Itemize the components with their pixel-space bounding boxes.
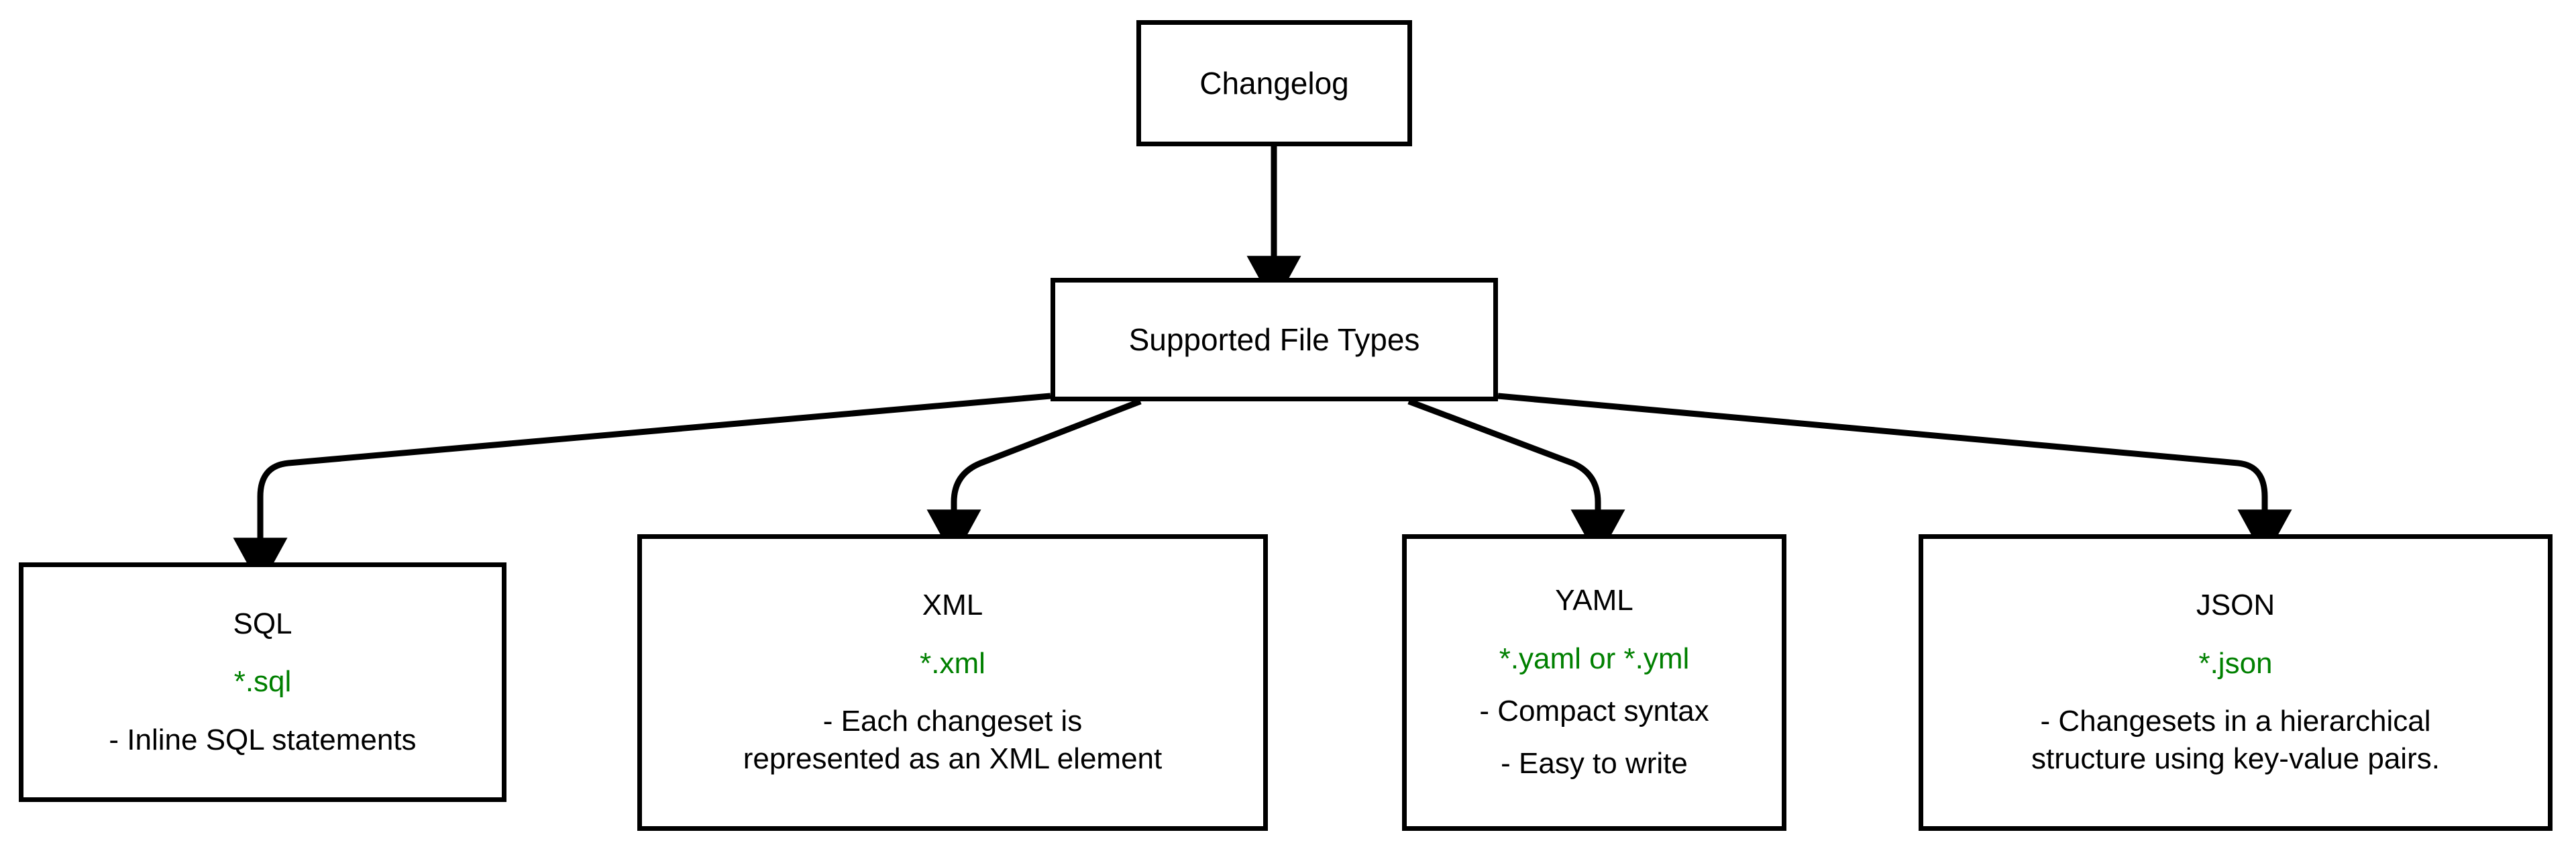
edge-supported-to-json xyxy=(1497,393,2292,559)
node-sql-extension: *.sql xyxy=(233,665,292,699)
node-yaml-extension: *.yaml or *.yml xyxy=(1499,642,1690,675)
node-changelog-title: Changelog xyxy=(1199,65,1349,101)
node-xml-extension: *.xml xyxy=(920,646,985,680)
node-sql[interactable]: SQL *.sql - Inline SQL statements xyxy=(19,562,506,802)
edge-supported-to-xml xyxy=(926,398,1142,559)
node-json-bullet-0: - Changesets in a hierarchical xyxy=(2040,705,2431,738)
node-xml-title: XML xyxy=(922,589,983,622)
node-yaml-bullet-0: - Compact syntax xyxy=(1479,695,1709,727)
edge-supported-to-sql xyxy=(233,393,1051,587)
node-json-extension: *.json xyxy=(2198,646,2273,680)
node-supported-file-types[interactable]: Supported File Types xyxy=(1051,278,1498,401)
node-sql-title: SQL xyxy=(233,607,292,641)
node-yaml[interactable]: YAML *.yaml or *.yml - Compact syntax - … xyxy=(1402,534,1786,831)
node-xml-bullet-1: represented as an XML element xyxy=(743,742,1163,776)
node-sql-bullet-0: - Inline SQL statements xyxy=(109,723,417,756)
node-json-title: JSON xyxy=(2196,589,2275,622)
node-json-bullet-1: structure using key-value pairs. xyxy=(2031,742,2440,776)
node-xml[interactable]: XML *.xml - Each changeset is represente… xyxy=(637,534,1268,831)
node-xml-bullet-0: - Each changeset is xyxy=(822,705,1083,738)
node-yaml-bullet-1: - Easy to write xyxy=(1501,747,1688,781)
node-supported-title: Supported File Types xyxy=(1128,321,1420,357)
edge-supported-to-yaml xyxy=(1407,398,1625,559)
node-json[interactable]: JSON *.json - Changesets in a hierarchic… xyxy=(1919,534,2553,831)
node-yaml-title: YAML xyxy=(1555,584,1633,617)
node-changelog[interactable]: Changelog xyxy=(1136,20,1412,146)
